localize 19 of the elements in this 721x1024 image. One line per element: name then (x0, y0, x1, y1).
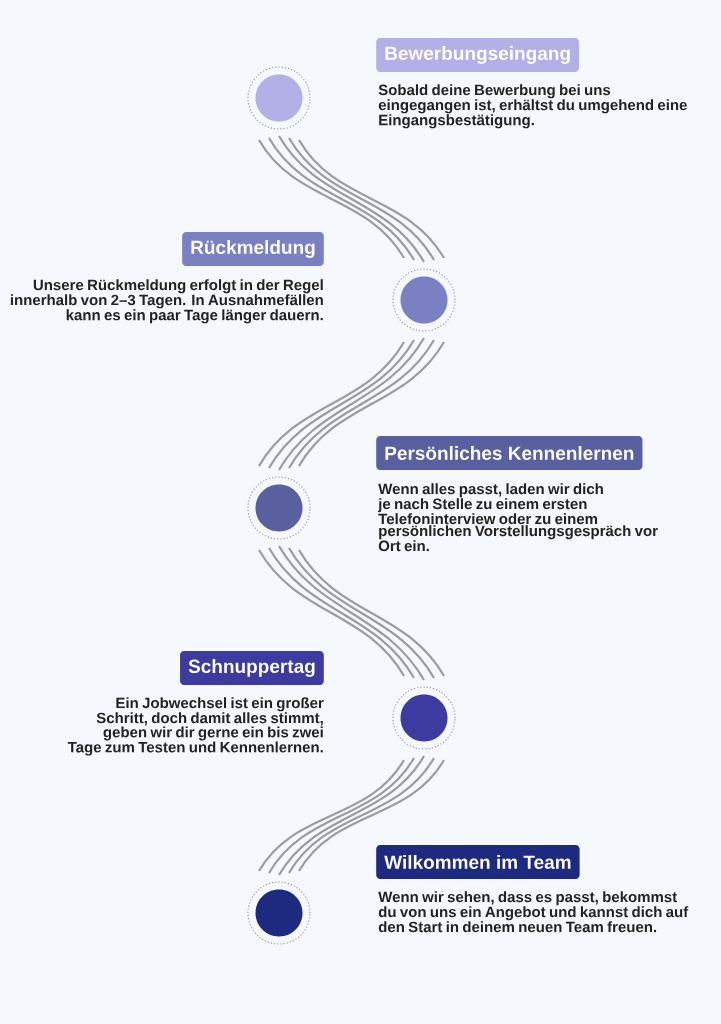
step-heading: Wilkommen im Team (376, 845, 580, 879)
step-circle (247, 476, 311, 540)
step-heading: Bewerbungseingang (376, 38, 580, 72)
description-text: Ein Jobwechsel ist ein großer Schritt, doch damit alles stimmt, geben wir dir gerne ein bis zwei Tage zum Testen und Kennenlernen. (67, 697, 324, 756)
wavy-lines (257, 134, 446, 264)
description-text: Unsere Rückmeldung erfolgt in der Regel innerhalb von 2–3 Tagen. In Ausnahmefällen kann es ein paar Tage länger dauern. (10, 279, 323, 324)
description-text: Wenn wir sehen, dass es passt, bekommst du von uns ein Angebot und kannst dich auf den Start in deinem neuen Team freuen. (378, 891, 689, 933)
description-text: Sobald deine Bewerbung bei uns eingegangen ist, erhältst du umgehend eine Eingangsbestätigung. (378, 84, 687, 129)
step-heading: Rückmeldung (182, 232, 324, 266)
wavy-lines (257, 336, 446, 472)
step-heading: Persönliches Kennenlernen (376, 436, 643, 470)
wavy-lines (257, 754, 446, 877)
description-text: Wenn alles passt, laden wir dich je nach Stelle zu einem ersten Telefoninterview oder zu einem persönlichen Vorstellungsgespräch vor Ort ein. (377, 483, 658, 552)
wavy-lines (257, 544, 446, 682)
step-circle (392, 268, 456, 332)
step-circle (392, 686, 456, 750)
step-circle (247, 881, 311, 945)
step-circle (247, 66, 311, 130)
step-heading: Schnuppertag (180, 651, 324, 685)
